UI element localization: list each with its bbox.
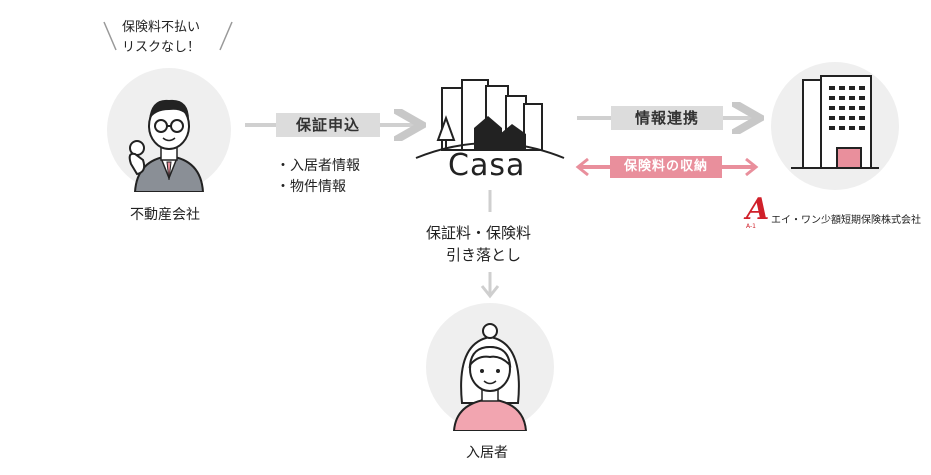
debit-line-2: 引き落とし	[446, 246, 522, 264]
collect-tag: 保険料の収納	[610, 156, 722, 178]
collect-arrow-head-right	[745, 157, 759, 177]
agency-name: 不動産会社	[130, 207, 200, 223]
debit-line-1: 保証料・保険料	[426, 224, 532, 242]
insurer-logo-letter: A	[746, 192, 770, 227]
agency-avatar	[107, 68, 231, 192]
insurer-name: エイ・ワン少額短期保険株式会社	[771, 215, 921, 226]
tenant-name: 入居者	[466, 445, 508, 461]
casa-logo-text: Casa	[448, 148, 526, 183]
debit-arrow-head	[480, 285, 500, 299]
apply-item-property-info: ・物件情報	[276, 179, 346, 195]
apply-item-tenant-info: ・入居者情報	[276, 158, 360, 174]
collect-arrow-head-left	[575, 157, 589, 177]
office-building-icon	[791, 75, 879, 169]
apply-tag: 保証申込	[276, 113, 380, 137]
info-tag: 情報連携	[611, 106, 723, 130]
tenant-avatar	[426, 303, 554, 431]
insurer-avatar	[771, 62, 899, 190]
bubble-line-2: リスクなし！	[122, 40, 201, 55]
businessman-icon	[128, 99, 205, 192]
insurer-logo-sub: A-1	[746, 223, 756, 230]
woman-icon	[452, 323, 528, 431]
bubble-line-1: 保険料不払い	[122, 20, 201, 35]
bubble-mark-right	[219, 21, 233, 51]
bubble-mark-left	[103, 21, 117, 51]
insurer-logo-mark: A A-1	[746, 195, 770, 230]
